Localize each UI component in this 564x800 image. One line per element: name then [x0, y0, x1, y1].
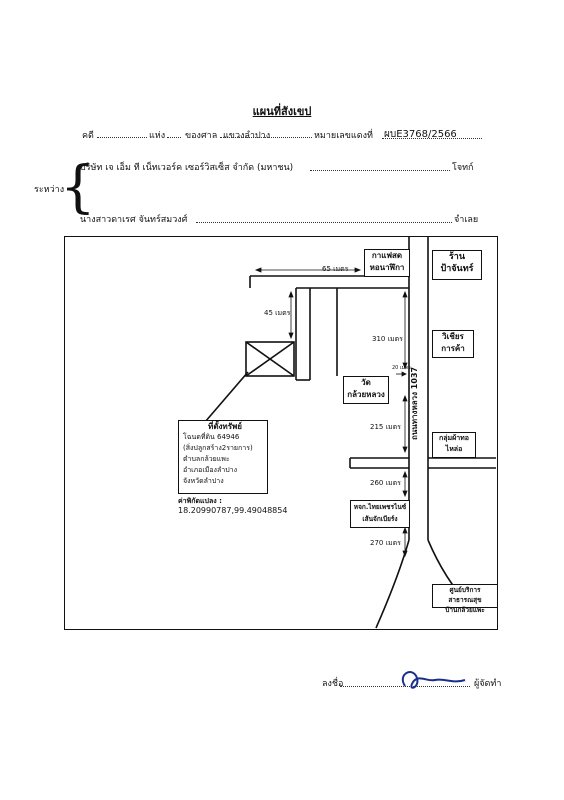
health-center-landmark: ศูนย์บริการสาธารณสุข บ้านกล้วยแพะ: [432, 584, 498, 614]
clothing-group-landmark: กลุ่มผ้าทอ ไหล่อ: [432, 432, 476, 458]
landmark-label: ป้าจันทร์: [440, 264, 474, 274]
dotted-line: [196, 222, 452, 223]
landmark-label: ร้าน: [448, 252, 466, 262]
landmark-label: วิเชียร: [442, 332, 464, 341]
sign-role: ผู้จัดทำ: [474, 679, 502, 689]
vichian-trading-landmark: วิเชียร การค้า: [432, 330, 474, 358]
distance-label: 45 เมตร: [264, 309, 291, 317]
coffee-shop-landmark: กาแฟสด หอนาฬิกา: [364, 249, 410, 277]
property-line: จังหวัดลำปาง: [183, 477, 224, 485]
landmark-label: ศูนย์บริการสาธารณสุข: [448, 586, 482, 604]
distance-label: 260 เมตร: [370, 479, 401, 487]
distance-label: 20 เมตร: [392, 365, 411, 371]
property-info-box: ที่ตั้งทรัพย์ โฉนดที่ดิน 64946 (สิ่งปลูก…: [178, 420, 268, 494]
landmark-label: ไหล่อ: [445, 445, 463, 453]
distance-label: 215 เมตร: [370, 423, 401, 431]
coords-value: 18.20990787,99.49048854: [178, 506, 288, 515]
case-number-label: หมายเลขแดงที่: [314, 131, 373, 141]
distance-label: 65 เมตร: [322, 265, 349, 273]
dotted-line: [310, 170, 450, 171]
defendant-role: จำเลย: [454, 215, 479, 225]
brace-icon: {: [60, 155, 96, 220]
case-label: คดี: [82, 131, 94, 141]
page-title: แผนที่สังเขป: [252, 105, 312, 118]
shop-pa-jan-landmark: ร้าน ป้าจันทร์: [432, 250, 482, 280]
landmark-label: หจก.ไทยเพชรไนซ์: [353, 503, 407, 511]
court-value: แขวงลำปาง: [223, 131, 271, 141]
property-line: (สิ่งปลูกสร้าง2รายการ): [183, 444, 253, 452]
thaiphetch-store-landmark: หจก.ไทยเพชรไนซ์ เส้นจักเบียร์ง: [350, 500, 410, 528]
landmark-label: การค้า: [441, 344, 465, 353]
property-title: ที่ตั้งทรัพย์: [208, 422, 242, 431]
landmark-label: กล้วยหลวง: [347, 390, 385, 399]
highway-1037-label: ถนนทางหลวง 1037: [410, 366, 419, 440]
signature-image: [401, 671, 466, 689]
distance-label: 310 เมตร: [372, 335, 403, 343]
landmark-label: บ้านกล้วยแพะ: [445, 606, 485, 614]
dotted-line: [220, 137, 312, 138]
plaintiff-role: โจทก์: [452, 163, 474, 173]
case-number-value: ผบE3768/2566: [384, 129, 457, 140]
landmark-label: กาแฟสด: [371, 251, 403, 260]
sign-label: ลงชื่อ: [322, 679, 344, 689]
landmark-label: กลุ่มผ้าทอ: [439, 434, 469, 442]
dotted-line: [167, 137, 181, 138]
coords-label: ค่าพิกัดแปลง :: [178, 497, 222, 505]
between-label: ระหว่าง: [34, 185, 65, 195]
signature-line: [340, 686, 470, 687]
landmark-label: หอนาฬิกา: [369, 263, 405, 272]
wat-kluay-luang-landmark: วัด กล้วยหลวง: [343, 376, 389, 404]
map-frame: [64, 236, 498, 630]
distance-label: 270 เมตร: [370, 539, 401, 547]
of-label: แห่ง: [149, 131, 166, 141]
property-line: โฉนดที่ดิน 64946: [183, 433, 240, 441]
dotted-line: [382, 138, 482, 139]
plaintiff-name: บริษัท เจ เอ็ม ที เน็ทเวอร์ค เซอร์วิสเซ็…: [80, 163, 294, 173]
landmark-label: เส้นจักเบียร์ง: [362, 515, 398, 523]
defendant-name: นางสาวดาเรศ จันทร์สมวงศ์: [80, 215, 188, 225]
dotted-line: [97, 137, 147, 138]
property-line: อำเภอเมืองลำปาง: [183, 466, 237, 474]
court-label: ของศาล: [185, 131, 218, 141]
property-line: ตำบลกล้วยแพะ: [183, 455, 230, 463]
landmark-label: วัด: [361, 378, 371, 387]
